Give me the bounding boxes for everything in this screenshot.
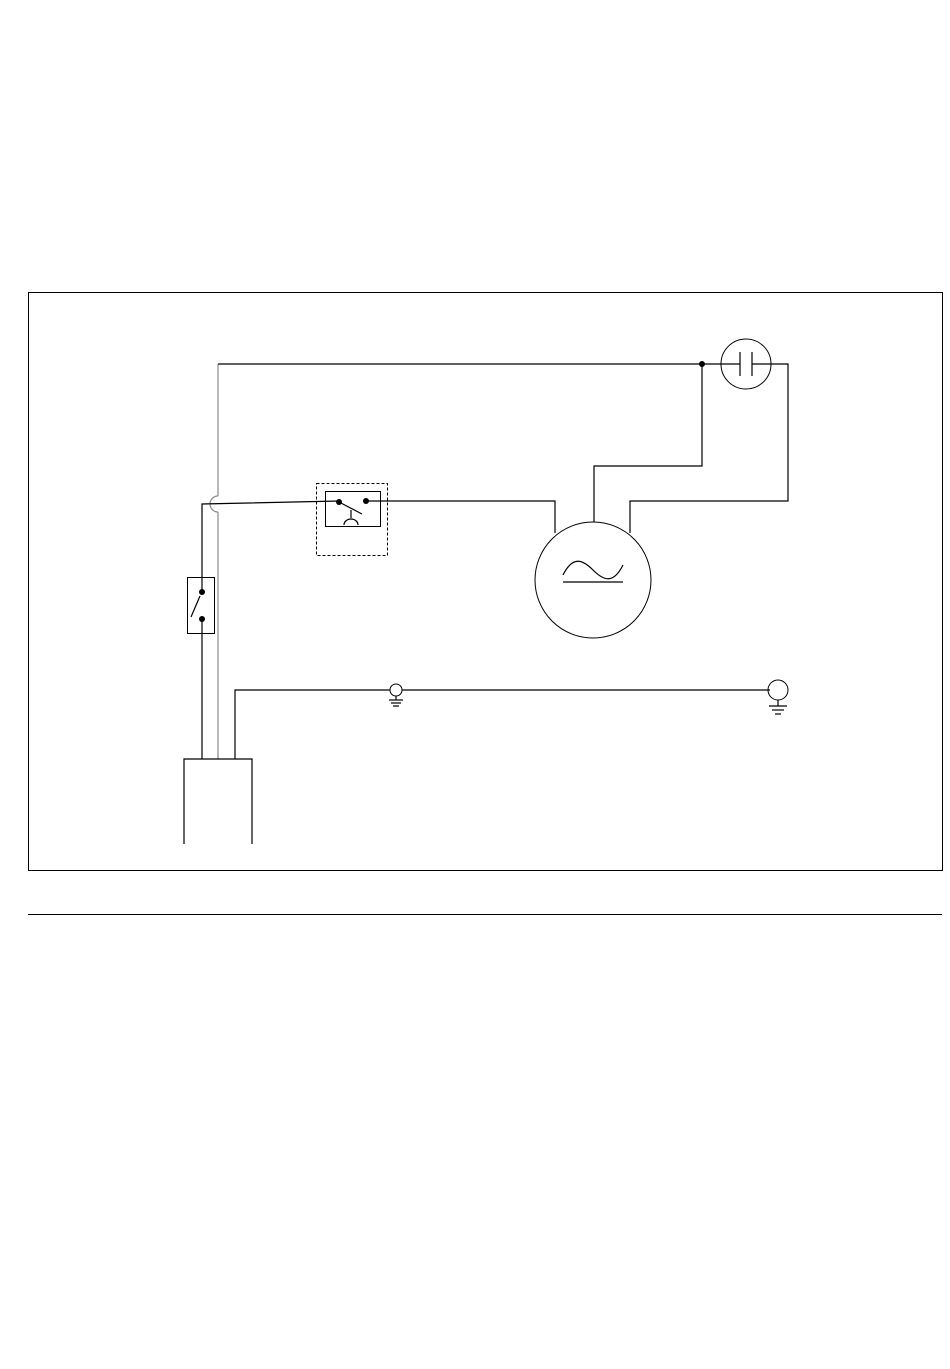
capacitor [721,339,771,389]
diagram-frame [29,293,943,871]
earth-wire [235,690,770,759]
ground-icon [768,680,788,700]
earth-1 [389,684,403,706]
junction-dot [699,361,705,367]
cable-icon [184,759,252,844]
thermal-protector [317,484,388,556]
ac-motor-icon [535,522,651,638]
ground-icon [390,684,402,696]
capacitor-return-wire [630,364,788,533]
earth-2 [768,680,788,714]
switch-icon [188,578,215,634]
power-switch[interactable] [188,577,215,634]
motor [535,522,651,638]
motor-feed-wire [594,364,702,522]
line-wire-upper [202,501,339,577]
protector-to-motor-wire [366,501,555,533]
power-cord [184,759,252,844]
